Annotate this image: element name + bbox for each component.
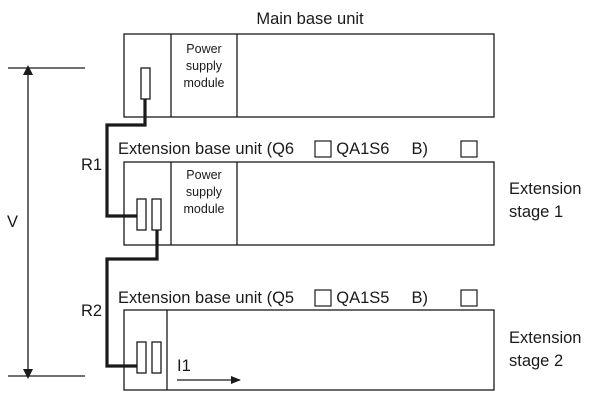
ext1-title-prefix: Extension base unit (Q6 [118,140,294,158]
ext2-title-suffix: B) [411,289,428,307]
placeholder-square [314,140,332,158]
voltage-label: V [7,213,18,231]
power-supply-label: supply [186,59,223,73]
main-base-unit: Main base unit Power supply module [123,10,495,118]
ext1-title-suffix: B) [411,140,428,158]
extension-cable-r2 [105,230,159,368]
main-base-unit-title: Main base unit [256,10,364,28]
extension-cable-r1 [105,99,147,218]
ext2-title-middle: B, QA1S5 [316,289,389,307]
svg-text:Extension base unit (Q6B, QA1S: Extension base unit (Q6 B, QA1S6 B) [118,140,428,158]
voltage-span: V [7,65,85,379]
svg-text:Extension base unit (Q5B, QA1S: Extension base unit (Q5 B, QA1S5 B) [118,289,428,307]
current-label: I1 [177,357,191,375]
ext2-connector-in [136,341,147,374]
extension-base-unit-2: Extension base unit (Q5 B, QA1S5 B) I1 Ext… [118,289,581,391]
placeholder-square [314,289,332,307]
cable-r2-label: R2 [81,302,102,320]
main-connector [140,67,151,100]
ext2-frame [123,309,495,391]
ext1-connector-in [136,198,147,231]
ext1-connector-out [151,198,162,231]
placeholder-square [460,140,478,158]
ext2-connector-out [151,341,162,374]
power-supply-label: module [184,202,225,216]
ext2-stage-label: stage 2 [509,352,563,370]
power-supply-label: Power [186,42,221,56]
power-supply-label: Power [186,168,221,182]
ext1-title-middle: B, QA1S6 [316,140,389,158]
cable-r1-label: R1 [81,156,102,174]
ext1-frame [123,161,495,246]
ext1-stage-label: Extension [509,180,581,198]
ext2-stage-label: Extension [509,329,581,347]
main-base-unit-frame [123,33,495,118]
ext2-title-prefix: Extension base unit (Q5 [118,289,294,307]
placeholder-square [460,289,478,307]
power-supply-label: supply [186,185,223,199]
power-supply-label: module [184,76,225,90]
ext1-stage-label: stage 1 [509,203,563,221]
